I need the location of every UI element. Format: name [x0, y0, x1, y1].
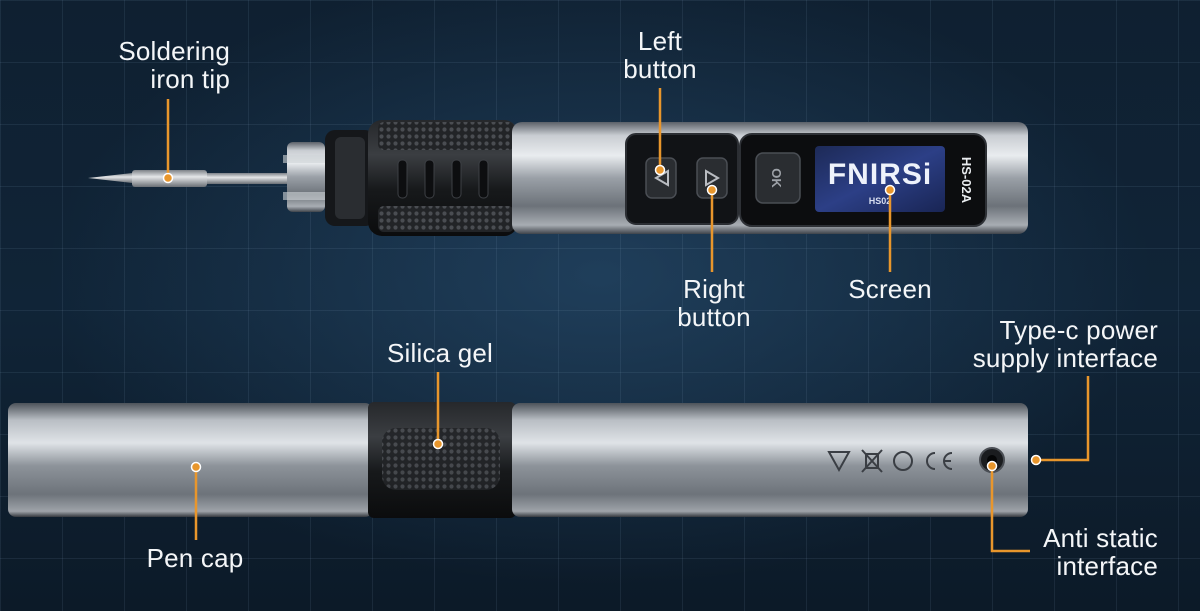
certification-marks: [827, 449, 953, 473]
label-line: Screen: [848, 274, 932, 304]
label-line: Silica gel: [386, 338, 494, 368]
ok-button: [755, 152, 801, 204]
warning-triangle-icon: [827, 451, 851, 473]
tip-point: [88, 173, 132, 183]
label-text-line: button: [623, 54, 697, 84]
label-text-line: button: [677, 302, 751, 332]
callout-screen: Screen: [830, 275, 950, 303]
label-text-line: Type-c power: [999, 315, 1158, 345]
model-label: HS-02A: [959, 157, 974, 204]
ok-label: OK: [769, 168, 784, 188]
label-text-line: interface: [1056, 551, 1158, 581]
brand-logo: FNIRSi: [828, 158, 932, 191]
callout-pen-cap: Pen cap: [130, 544, 260, 572]
soldering-iron: OK FNIRSi HS02 HS-02A: [88, 120, 1028, 236]
button-panel: [625, 133, 739, 225]
tip-nut: [287, 142, 325, 212]
pen-assembly: [8, 402, 1028, 518]
ce-mark-icon: [926, 452, 953, 470]
type-c-leader: [1036, 376, 1090, 462]
label-text-line: Right: [683, 274, 745, 304]
handle-body: [512, 403, 1028, 517]
callout-dots: [162, 164, 1042, 473]
right-arrow-icon: [705, 169, 720, 187]
label-text-line: iron tip: [150, 64, 230, 94]
callout-silica-gel: Silica gel: [375, 339, 505, 367]
weee-bin-icon: [861, 449, 883, 473]
label-text-line: Anti static: [1043, 523, 1158, 553]
recycle-icon: [893, 451, 913, 471]
screen-model-label: HS02: [869, 196, 892, 206]
pen-cap: [8, 403, 373, 517]
label-text-line: Soldering: [118, 36, 230, 66]
lcd-screen: [815, 146, 945, 212]
label-text-line: Left: [637, 26, 683, 56]
tip-shaft: [207, 173, 289, 184]
label-text-line: supply interface: [972, 343, 1158, 373]
callout-lines: [166, 88, 1090, 553]
anti-static-leader: [990, 466, 1030, 553]
label-line: Pen cap: [146, 543, 244, 573]
